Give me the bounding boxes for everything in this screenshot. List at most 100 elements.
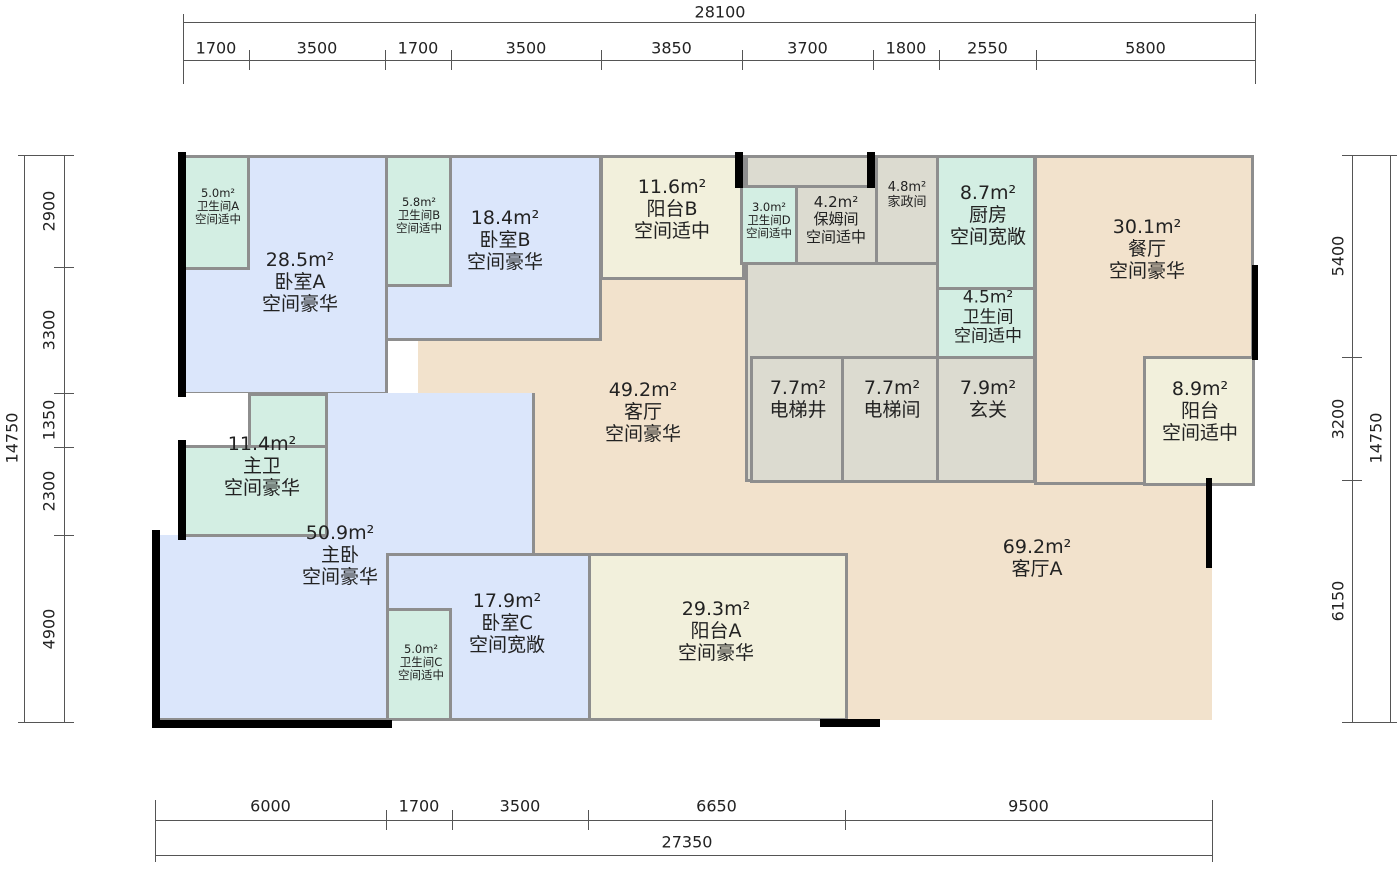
- room-bathroom-c[interactable]: [386, 608, 452, 721]
- room-elevator-shaft[interactable]: [750, 356, 844, 483]
- room-bathroom-d[interactable]: [740, 185, 798, 265]
- room-balcony-b[interactable]: [600, 155, 745, 280]
- wall: [152, 720, 392, 728]
- dimension-tick: [385, 50, 386, 70]
- dimension-line: [183, 60, 1255, 61]
- dimension-label: 5400: [1328, 235, 1348, 277]
- room-master-bath-upper: [248, 393, 328, 453]
- dimension-line: [24, 155, 25, 722]
- dimension-label: 4900: [39, 608, 59, 649]
- dimension-tick: [54, 447, 74, 448]
- wall: [178, 152, 186, 397]
- dimension-label: 1700: [398, 796, 440, 816]
- room-bathroom-a[interactable]: [183, 155, 250, 270]
- dimension-tick: [451, 50, 452, 70]
- dimension-tick: [18, 155, 68, 156]
- dimension-line: [1390, 155, 1391, 722]
- dimension-label: 2550: [967, 38, 1008, 58]
- dimension-label: 3500: [505, 38, 547, 58]
- dimension-tick: [54, 267, 74, 268]
- dimension-label: 6150: [1328, 580, 1348, 622]
- wall: [1206, 478, 1212, 568]
- wall: [152, 530, 160, 728]
- dimension-tick: [601, 50, 602, 70]
- room-bathroom-b[interactable]: [385, 155, 452, 287]
- dimension-line: [155, 855, 1212, 856]
- dimension-tick: [54, 393, 74, 394]
- dimension-label: 6000: [250, 796, 291, 816]
- dimension-tick: [183, 14, 184, 84]
- wall: [735, 152, 743, 188]
- dimension-tick: [1255, 14, 1256, 84]
- dimension-tick: [1036, 50, 1037, 70]
- room-kitchen[interactable]: [936, 155, 1036, 290]
- dimension-label: 3200: [1328, 398, 1348, 439]
- dimension-label: 9500: [1008, 796, 1049, 816]
- dimension-tick: [588, 810, 589, 830]
- dimension-label: 1350: [39, 399, 59, 441]
- dimension-label: 3300: [39, 309, 59, 351]
- room-balcony-a[interactable]: [588, 553, 848, 721]
- dimension-tick: [155, 800, 156, 862]
- dimension-tick: [54, 535, 74, 536]
- wall: [867, 152, 875, 188]
- dimension-label: 1800: [885, 38, 927, 58]
- dimension-label: 3500: [296, 38, 338, 58]
- dimension-tick: [183, 50, 184, 70]
- dimension-total: 27350: [661, 832, 713, 852]
- dimension-total: 14750: [1366, 412, 1386, 464]
- dimension-tick: [1255, 50, 1256, 70]
- dimension-label: 2900: [39, 190, 59, 232]
- room-elevator-lobby[interactable]: [841, 356, 939, 483]
- dimension-tick: [939, 50, 940, 70]
- dimension-total: 28100: [694, 2, 746, 22]
- dimension-tick: [1212, 800, 1213, 862]
- dimension-tick: [845, 810, 846, 830]
- dimension-tick: [18, 722, 68, 723]
- dimension-tick: [1342, 480, 1362, 481]
- dimension-tick: [386, 810, 387, 830]
- dimension-label: 5800: [1125, 38, 1166, 58]
- dimension-line: [155, 820, 1212, 821]
- dimension-label: 6650: [696, 796, 737, 816]
- dimension-tick: [452, 810, 453, 830]
- dimension-total: 14750: [2, 412, 22, 464]
- dimension-tick: [1342, 357, 1362, 358]
- room-balcony[interactable]: [1143, 356, 1255, 486]
- dimension-tick: [1345, 722, 1397, 723]
- dimension-tick: [742, 50, 743, 70]
- dimension-label: 1700: [397, 38, 439, 58]
- room-domestic[interactable]: [875, 155, 939, 265]
- dimension-line: [64, 155, 65, 722]
- dimension-label: 3700: [787, 38, 828, 58]
- wall: [820, 719, 880, 727]
- dimension-label: 2300: [39, 470, 59, 512]
- wall: [178, 440, 186, 540]
- dimension-line: [1352, 155, 1353, 722]
- dimension-label: 3850: [651, 38, 692, 58]
- wall: [1252, 265, 1258, 360]
- dimension-tick: [1345, 155, 1397, 156]
- dimension-tick: [249, 50, 250, 70]
- room-bathroom[interactable]: [936, 287, 1036, 359]
